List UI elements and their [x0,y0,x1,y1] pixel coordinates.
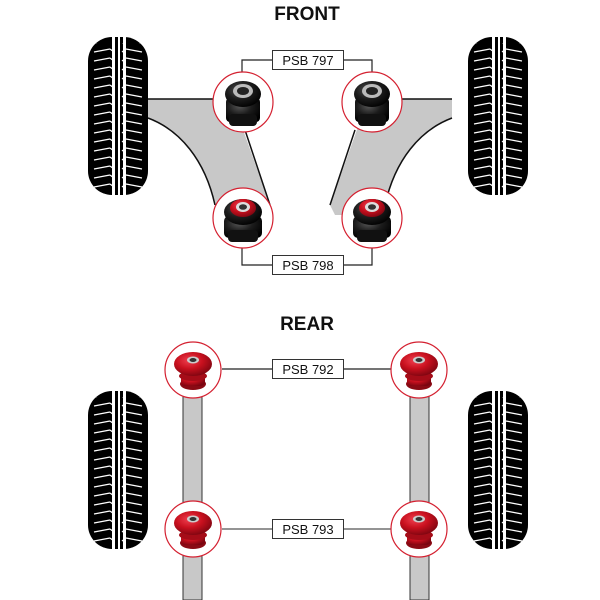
part-label-psb797[interactable]: PSB 797 [272,50,344,70]
front-section-title: FRONT [274,4,340,25]
rear-lower-right-bush-icon[interactable] [390,500,448,558]
rear-right-link [409,389,430,600]
rear-right-tyre-icon [468,391,528,549]
rear-left-link [182,389,203,600]
rear-lower-left-bush-icon[interactable] [164,500,222,558]
rear-section-title: REAR [280,314,334,335]
front-lower-leader-left [241,247,272,266]
front-upper-right-bush-icon[interactable] [341,71,403,133]
rear-upper-left-bush-icon[interactable] [164,341,222,399]
front-right-tyre-icon [468,37,528,195]
front-lower-right-bush-icon[interactable] [341,187,403,249]
front-lower-left-bush-icon[interactable] [212,187,274,249]
rear-upper-right-bush-icon[interactable] [390,341,448,399]
front-upper-left-bush-icon[interactable] [212,71,274,133]
part-label-psb793[interactable]: PSB 793 [272,519,344,539]
part-label-psb792[interactable]: PSB 792 [272,359,344,379]
part-label-psb798[interactable]: PSB 798 [272,255,344,275]
front-upper-leader-left [241,59,272,73]
front-left-tyre-icon [88,37,148,195]
front-upper-leader-right [344,59,373,73]
rear-left-tyre-icon [88,391,148,549]
front-lower-leader-right [344,247,373,266]
